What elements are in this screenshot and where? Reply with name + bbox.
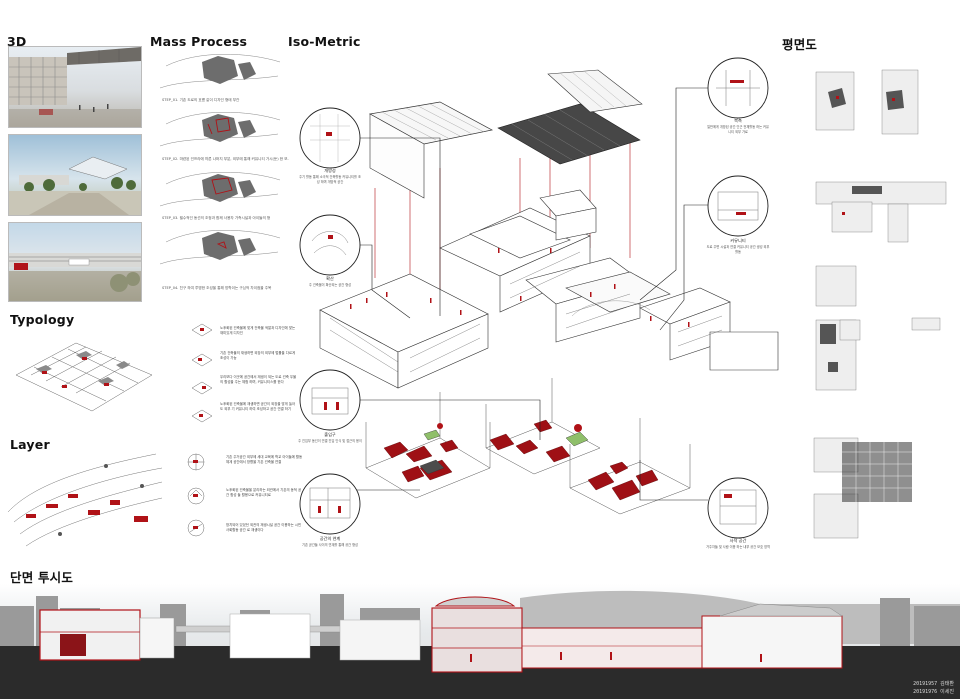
bubble-2-title: 확산 xyxy=(326,276,334,281)
render-view-1-drawing xyxy=(9,47,141,127)
bubble-6-desc: 도로 주변 시설과 연결 커뮤니티 공간 생성 외부 활동 xyxy=(706,245,770,254)
layer-exploded-diagram xyxy=(7,453,163,547)
title-3d: 3D xyxy=(7,34,27,49)
mass-step-2-caption: STEP_02. 마련된 인프라에 따른 나머지 부분, 외부에 통해 커뮤니티… xyxy=(162,157,289,161)
bubble-3-title: 출입구 xyxy=(324,432,336,437)
bubble-4-title: 공간의 연계 xyxy=(319,536,341,541)
title-iso-metric: Iso-Metric xyxy=(288,34,361,49)
title-floor-plan: 평면도 xyxy=(782,37,818,52)
bubble-7-desc: 거주자들 및 사람 이용 하는 내부 공간 보호 영역 xyxy=(706,545,770,549)
bubble-1-title: 개방성 xyxy=(324,168,336,173)
typology-note-2: 기존 건축물의 재생하면 외장의 외부에 법률을 다르게 조성이 가능 xyxy=(220,351,296,360)
bubble-4-desc: 기존 공간들 사이의 연계를 통해 공간 형성 xyxy=(302,543,358,547)
render-view-2 xyxy=(8,134,142,216)
mass-process-diagrams xyxy=(159,54,281,265)
title-section-perspective: 단면 투시도 xyxy=(10,570,74,585)
bubble-2-desc: 주 건축물이 확산되는 공간 형성 xyxy=(308,283,352,287)
ground-box-left xyxy=(365,392,491,499)
ground-box-right xyxy=(569,418,691,515)
floor-plans xyxy=(813,69,947,539)
section-left-building xyxy=(39,609,141,661)
title-layer: Layer xyxy=(10,437,50,452)
bubble-1-desc: 주기 활동 통해 소극적 건축활동 커뮤니티를 조성 하며 개방적 공간 xyxy=(299,175,361,184)
credit-1: 20191957 김태환 xyxy=(913,681,954,687)
typology-note-3: 우리보다 이곳에 공간에서 재생이 되는 도로 건축 우물의 활성을 주는 체험… xyxy=(220,375,297,384)
typology-icons xyxy=(191,323,213,423)
bubble-1 xyxy=(299,107,361,169)
layer-note-3: 방치되어 있었던 외관의 재생시설 공간 이용하는 시민 사회활동 공간 로 재… xyxy=(226,523,302,532)
section-main-building xyxy=(431,596,843,673)
credit-2: 20191976 이세진 xyxy=(913,689,954,695)
roof-dark xyxy=(497,103,641,165)
bubble-7 xyxy=(707,477,769,539)
render-view-3-drawing xyxy=(9,253,141,301)
layer-note-2: 노후화된 건축물을 분리하는 외관에서 기존의 동적 공간 합성 들 활용으로 … xyxy=(226,488,302,497)
bubble-6 xyxy=(707,175,769,237)
bubble-3 xyxy=(299,369,361,431)
typology-note-4: 노후화된 건축물에 재생하면 공간이 외장을 맞게 놀아 도 외부 기 커뮤니티… xyxy=(220,402,296,411)
mass-step-3-caption: STEP_03. 필수적인 동선의 조정과 함께 사용자 가측시설과 아이들의 … xyxy=(162,216,271,220)
bubble-3-desc: 주 진입부 동선이 연결 진입 인식 및 접근의 용이 xyxy=(298,439,362,443)
render-view-2-drawing xyxy=(9,156,141,215)
typology-note-1: 노후화된 건축물에 맞게 건축물 색깔과 디자인에 맞는 재미있게 디자인 xyxy=(220,326,296,335)
layer-note-1: 기존 주거공간 외부에 세대 교육에 학교 아이들에 활동 체계 공간에서 방향… xyxy=(226,455,303,464)
bubble-5 xyxy=(707,57,769,119)
title-typology: Typology xyxy=(10,312,75,327)
building-details xyxy=(329,251,723,373)
section-drawing xyxy=(0,590,960,699)
bubble-4 xyxy=(299,473,361,535)
ground-red-masses xyxy=(383,419,659,501)
bubble-7-title: 사적 공간 xyxy=(729,538,747,543)
ground-tree-marks xyxy=(437,423,582,432)
mass-step-4-caption: STEP_04. 친구 하여 투명한 조성을 통해 방학이는 구심적 차이점을 … xyxy=(162,286,272,290)
bubble-6-title: 커뮤니티 xyxy=(730,238,746,243)
layer-icons xyxy=(187,453,205,537)
roof-canopy xyxy=(547,69,643,113)
render-view-1 xyxy=(8,46,142,128)
title-mass-process: Mass Process xyxy=(150,34,248,49)
bubble-2 xyxy=(299,214,361,276)
bubble-5-desc: 일반에게 개방된 공간 인근 전체활동 하는 커뮤니티 외부 가로 xyxy=(707,125,769,134)
roof-left xyxy=(368,101,494,199)
typology-isometric xyxy=(15,342,153,412)
bubble-5-title: 북측 xyxy=(734,118,742,123)
mass-step-1-caption: STEP_01. 기존 도로의 흐름 같이 디자인 형태 부관 xyxy=(162,98,240,102)
render-view-3 xyxy=(8,222,142,302)
